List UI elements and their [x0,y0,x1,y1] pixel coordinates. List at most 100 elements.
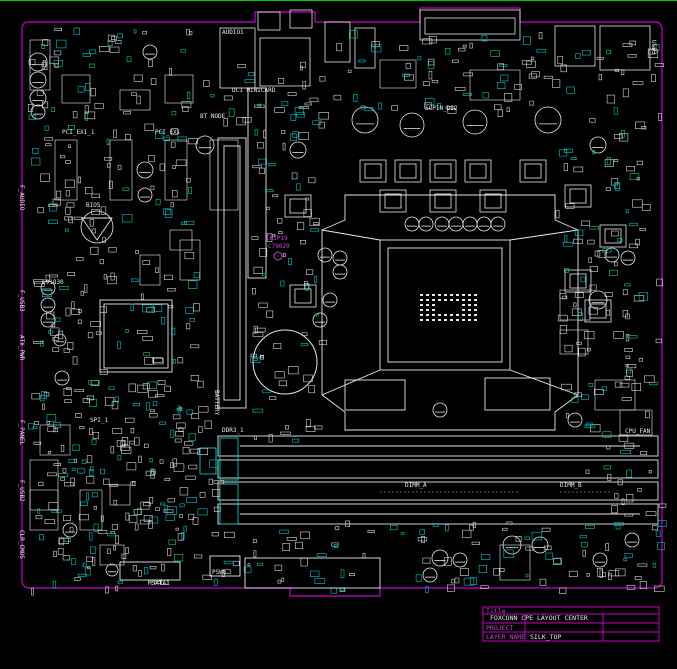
smd-part [421,536,425,543]
smd-part [51,510,58,514]
smd-part [142,260,151,266]
inductor [464,159,492,183]
smd-part [636,177,640,181]
smd-part [362,553,366,559]
capacitor [452,552,468,568]
inductor-core [364,163,382,179]
smd-part [627,54,637,58]
smd-part [309,570,320,577]
smd-part [155,394,165,397]
smd-part [191,413,199,420]
pcie-slot [217,87,267,409]
smd-part [140,501,150,510]
smd-part [213,506,221,512]
smd-part [169,68,172,76]
smd-part [137,329,148,334]
smd-part [47,426,56,433]
smd-part [74,577,81,581]
smd-part [330,587,337,594]
smd-part [623,558,628,562]
smd-part [53,550,57,558]
smd-part [557,314,568,322]
smd-part [117,341,121,349]
smd-part [454,577,460,584]
smd-part [168,539,176,545]
smd-part [625,333,630,342]
smd-part [605,187,612,191]
smd-part [614,134,623,139]
smd-part [586,572,590,577]
smd-part [282,253,286,257]
smd-part [172,165,176,169]
capacitor [448,216,464,232]
smd-part [282,142,286,151]
smd-part [172,414,181,420]
smd-part [71,301,75,309]
smd-part [141,293,144,300]
inductor [359,159,387,183]
smd-part [157,379,166,385]
smd-part [631,382,642,391]
smd-part [302,81,306,90]
inductor-core [604,228,622,244]
smd-part [28,423,34,430]
smd-part [625,209,629,214]
smd-part [594,250,601,257]
smd-part [55,317,61,322]
cpu-pad [450,299,453,301]
smd-part [185,307,194,314]
capacitor [422,567,438,583]
smd-part [82,398,90,403]
dimm-slots [199,435,659,525]
smd-part [319,76,326,82]
smd-part [159,421,166,425]
smd-part [60,445,65,452]
smd-part [253,358,258,361]
cpu-pad [450,319,453,321]
smd-part [163,136,170,142]
smd-part [581,220,590,226]
smd-part [607,473,612,481]
smd-part [652,563,657,568]
smd-part [72,111,78,119]
smd-part [142,30,147,35]
smd-part [65,206,71,215]
smd-part [256,562,264,566]
smd-part [654,63,664,68]
capacitor [322,292,338,308]
smd-part [131,278,139,282]
smd-part [541,527,551,532]
ic-package [29,489,59,531]
smd-part [37,508,41,514]
smd-part [186,178,191,183]
smd-part [185,475,196,480]
smd-part [188,280,198,289]
smd-part [178,427,184,432]
cpu-pad [474,304,477,306]
smd-part [103,274,107,280]
smd-part [171,128,178,136]
smd-part [531,531,543,541]
smd-part [588,306,599,315]
smd-part [522,36,531,45]
smd-part [639,228,646,231]
smd-part [150,468,154,473]
smd-part [152,401,158,407]
smd-part [254,104,265,109]
smd-part [584,525,595,530]
smd-part [585,469,590,474]
smd-part [91,439,97,445]
smd-part [189,317,195,322]
smd-part [71,308,81,315]
smd-part [70,477,75,487]
smd-part [577,312,583,321]
smd-part [562,242,574,247]
smd-part [463,577,475,586]
smd-part [309,228,320,232]
smd-part [606,49,612,55]
smd-part [77,467,85,474]
smd-part [604,292,613,297]
smd-part [480,585,489,590]
smd-part [424,98,435,105]
smd-part [358,59,366,63]
